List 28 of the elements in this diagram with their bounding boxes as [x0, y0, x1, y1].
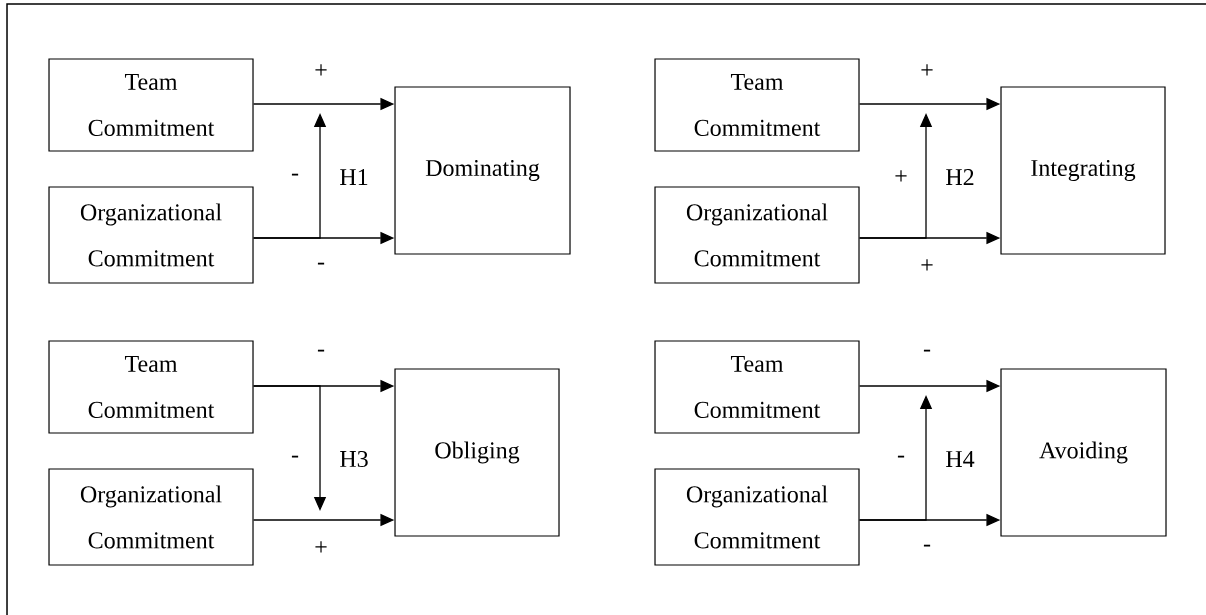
edge-label: - — [317, 349, 325, 352]
edge-label: - — [897, 455, 905, 458]
edge-label: + — [921, 259, 933, 271]
hypothesis-label: H4 — [946, 451, 975, 467]
hypothesis-label: H3 — [340, 450, 368, 468]
construct-box: Team Commitment — [654, 340, 860, 434]
construct-box: Organizational Commitment — [48, 468, 254, 566]
outcome-box: Integrating — [1000, 86, 1166, 255]
edge-label: + — [895, 170, 907, 182]
edge-label: + — [921, 64, 933, 76]
edge-label: + — [315, 541, 327, 553]
edge-label: - — [923, 544, 931, 547]
edge-label: - — [291, 173, 299, 176]
hypothesis-label: H2 — [946, 169, 974, 185]
outcome-box: Obliging — [394, 368, 560, 537]
outcome-box: Avoiding — [1000, 368, 1167, 537]
construct-box: Organizational Commitment — [48, 186, 254, 284]
construct-box: Team Commitment — [48, 340, 254, 434]
hypothesis-label: H1 — [340, 169, 368, 185]
edge-label: + — [315, 64, 327, 76]
outcome-box: Dominating — [394, 86, 571, 255]
construct-box: Organizational Commitment — [654, 468, 860, 566]
construct-box: Organizational Commitment — [654, 186, 860, 284]
construct-box: Team Commitment — [654, 58, 860, 152]
edge-label: - — [923, 349, 931, 352]
edge-label: - — [291, 455, 299, 458]
edge-label: - — [317, 262, 325, 265]
construct-box: Team Commitment — [48, 58, 254, 152]
